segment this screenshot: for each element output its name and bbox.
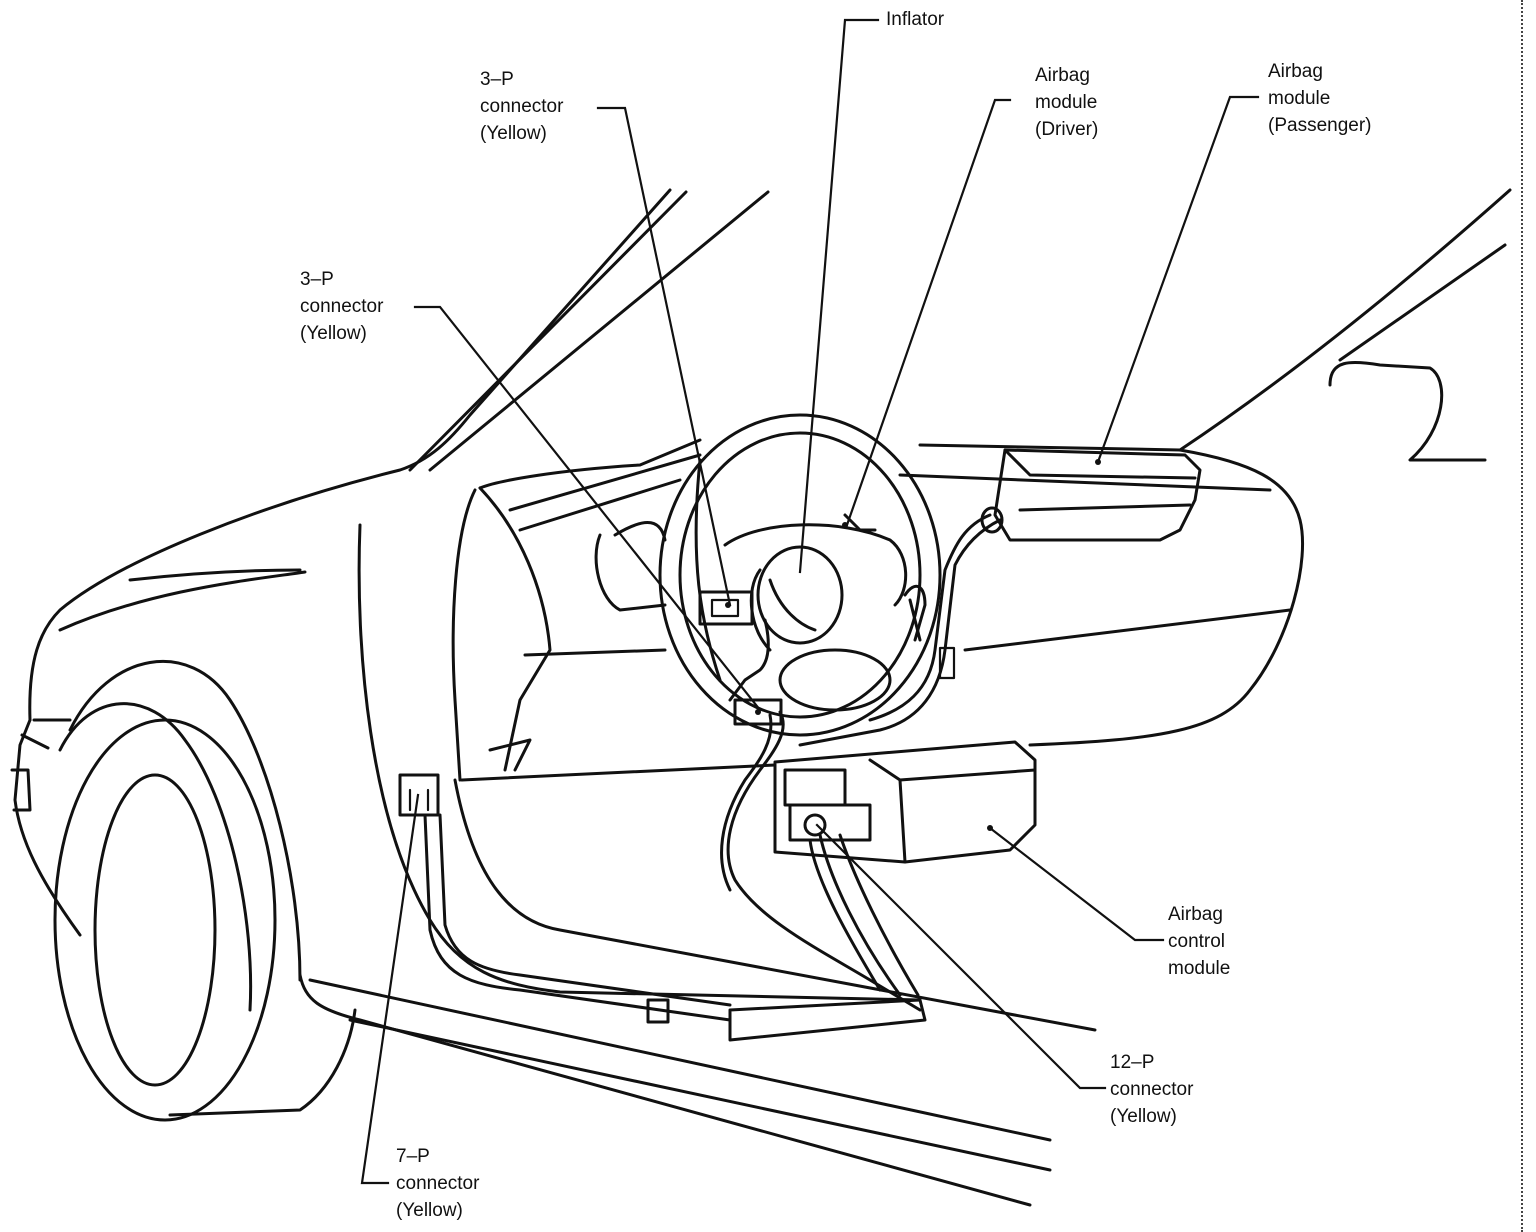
dashboard [460, 438, 1304, 782]
label-inflator: Inflator [886, 9, 945, 30]
passenger-airbag-module [993, 448, 1202, 542]
car-body-outline [10, 188, 770, 937]
leader-inflator [798, 18, 880, 574]
label-7p-connector: 7–P connector (Yellow) [396, 1146, 480, 1221]
leader-12p [815, 823, 1107, 1090]
leader-control-module [988, 826, 1165, 942]
label-3p-connector-left: 3–P connector (Yellow) [300, 269, 384, 344]
leader-passenger-module [1096, 95, 1260, 464]
label-3p-connector-upper: 3–P connector (Yellow) [480, 69, 564, 144]
leader-3p-left [413, 305, 762, 712]
steering-wheel [658, 413, 942, 737]
label-airbag-control-module: Airbag control module [1168, 904, 1231, 979]
airbag-control-module-housing [773, 740, 1037, 864]
page-border-dotted [1521, 0, 1523, 1232]
label-airbag-module-passenger: Airbag module (Passenger) [1268, 61, 1372, 136]
label-airbag-module-driver: Airbag module (Driver) [1035, 65, 1099, 140]
leader-driver-module [845, 98, 1012, 527]
7p-connector-housing [398, 773, 440, 817]
windshield-pillar [1178, 188, 1512, 462]
wiring-harness [423, 506, 1004, 1042]
front-wheel [53, 659, 357, 1122]
leader-7p [360, 793, 420, 1185]
leader-lines [360, 18, 1260, 1185]
door-opening [298, 488, 1097, 1207]
leader-3p-upper [596, 106, 732, 607]
label-12p-connector: 12–P connector (Yellow) [1110, 1052, 1194, 1127]
